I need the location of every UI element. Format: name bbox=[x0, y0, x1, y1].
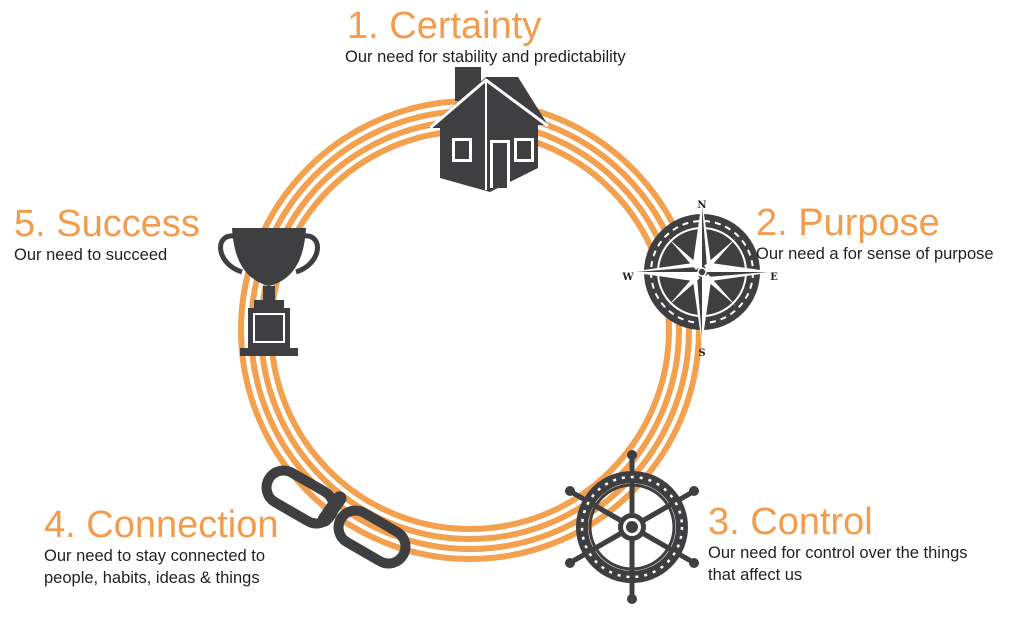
item-title: 1. Certainty bbox=[347, 5, 542, 47]
item-description-line-1: Our need for control over the things bbox=[708, 544, 968, 562]
compass-icon bbox=[630, 200, 774, 344]
ship-wheel-icon bbox=[565, 450, 699, 604]
item-description-line-2: that affect us bbox=[708, 566, 803, 584]
chain-link-icon bbox=[261, 465, 411, 569]
trophy-icon bbox=[218, 228, 320, 356]
item-title: 2. Purpose bbox=[756, 202, 940, 244]
house-icon bbox=[428, 67, 549, 192]
item-title: 3. Control bbox=[708, 501, 873, 543]
item-title: 5. Success bbox=[14, 203, 200, 245]
item-connection: 4. Connection Our need to stay connected… bbox=[44, 505, 279, 589]
compass-s: S bbox=[698, 348, 705, 359]
item-certainty: 1. Certainty Our need for stability and … bbox=[345, 6, 626, 68]
item-description-line-1: Our need to stay connected to bbox=[44, 547, 266, 565]
compass-letters: N E S W bbox=[621, 200, 778, 359]
compass-n: N bbox=[697, 200, 706, 211]
compass-w: W bbox=[621, 272, 634, 283]
item-purpose: 2. Purpose Our need a for sense of purpo… bbox=[756, 203, 994, 265]
item-title: 4. Connection bbox=[44, 504, 279, 546]
ring-inner bbox=[268, 128, 672, 532]
item-description: Our need to succeed bbox=[14, 246, 168, 264]
item-description: Our need for stability and predictabilit… bbox=[345, 48, 626, 66]
item-success: 5. Success Our need to succeed bbox=[14, 204, 200, 266]
item-description: Our need a for sense of purpose bbox=[756, 245, 994, 263]
item-control: 3. Control Our need for control over the… bbox=[708, 502, 968, 586]
item-description-line-2: people, habits, ideas & things bbox=[44, 569, 260, 587]
compass-e: E bbox=[770, 272, 778, 283]
